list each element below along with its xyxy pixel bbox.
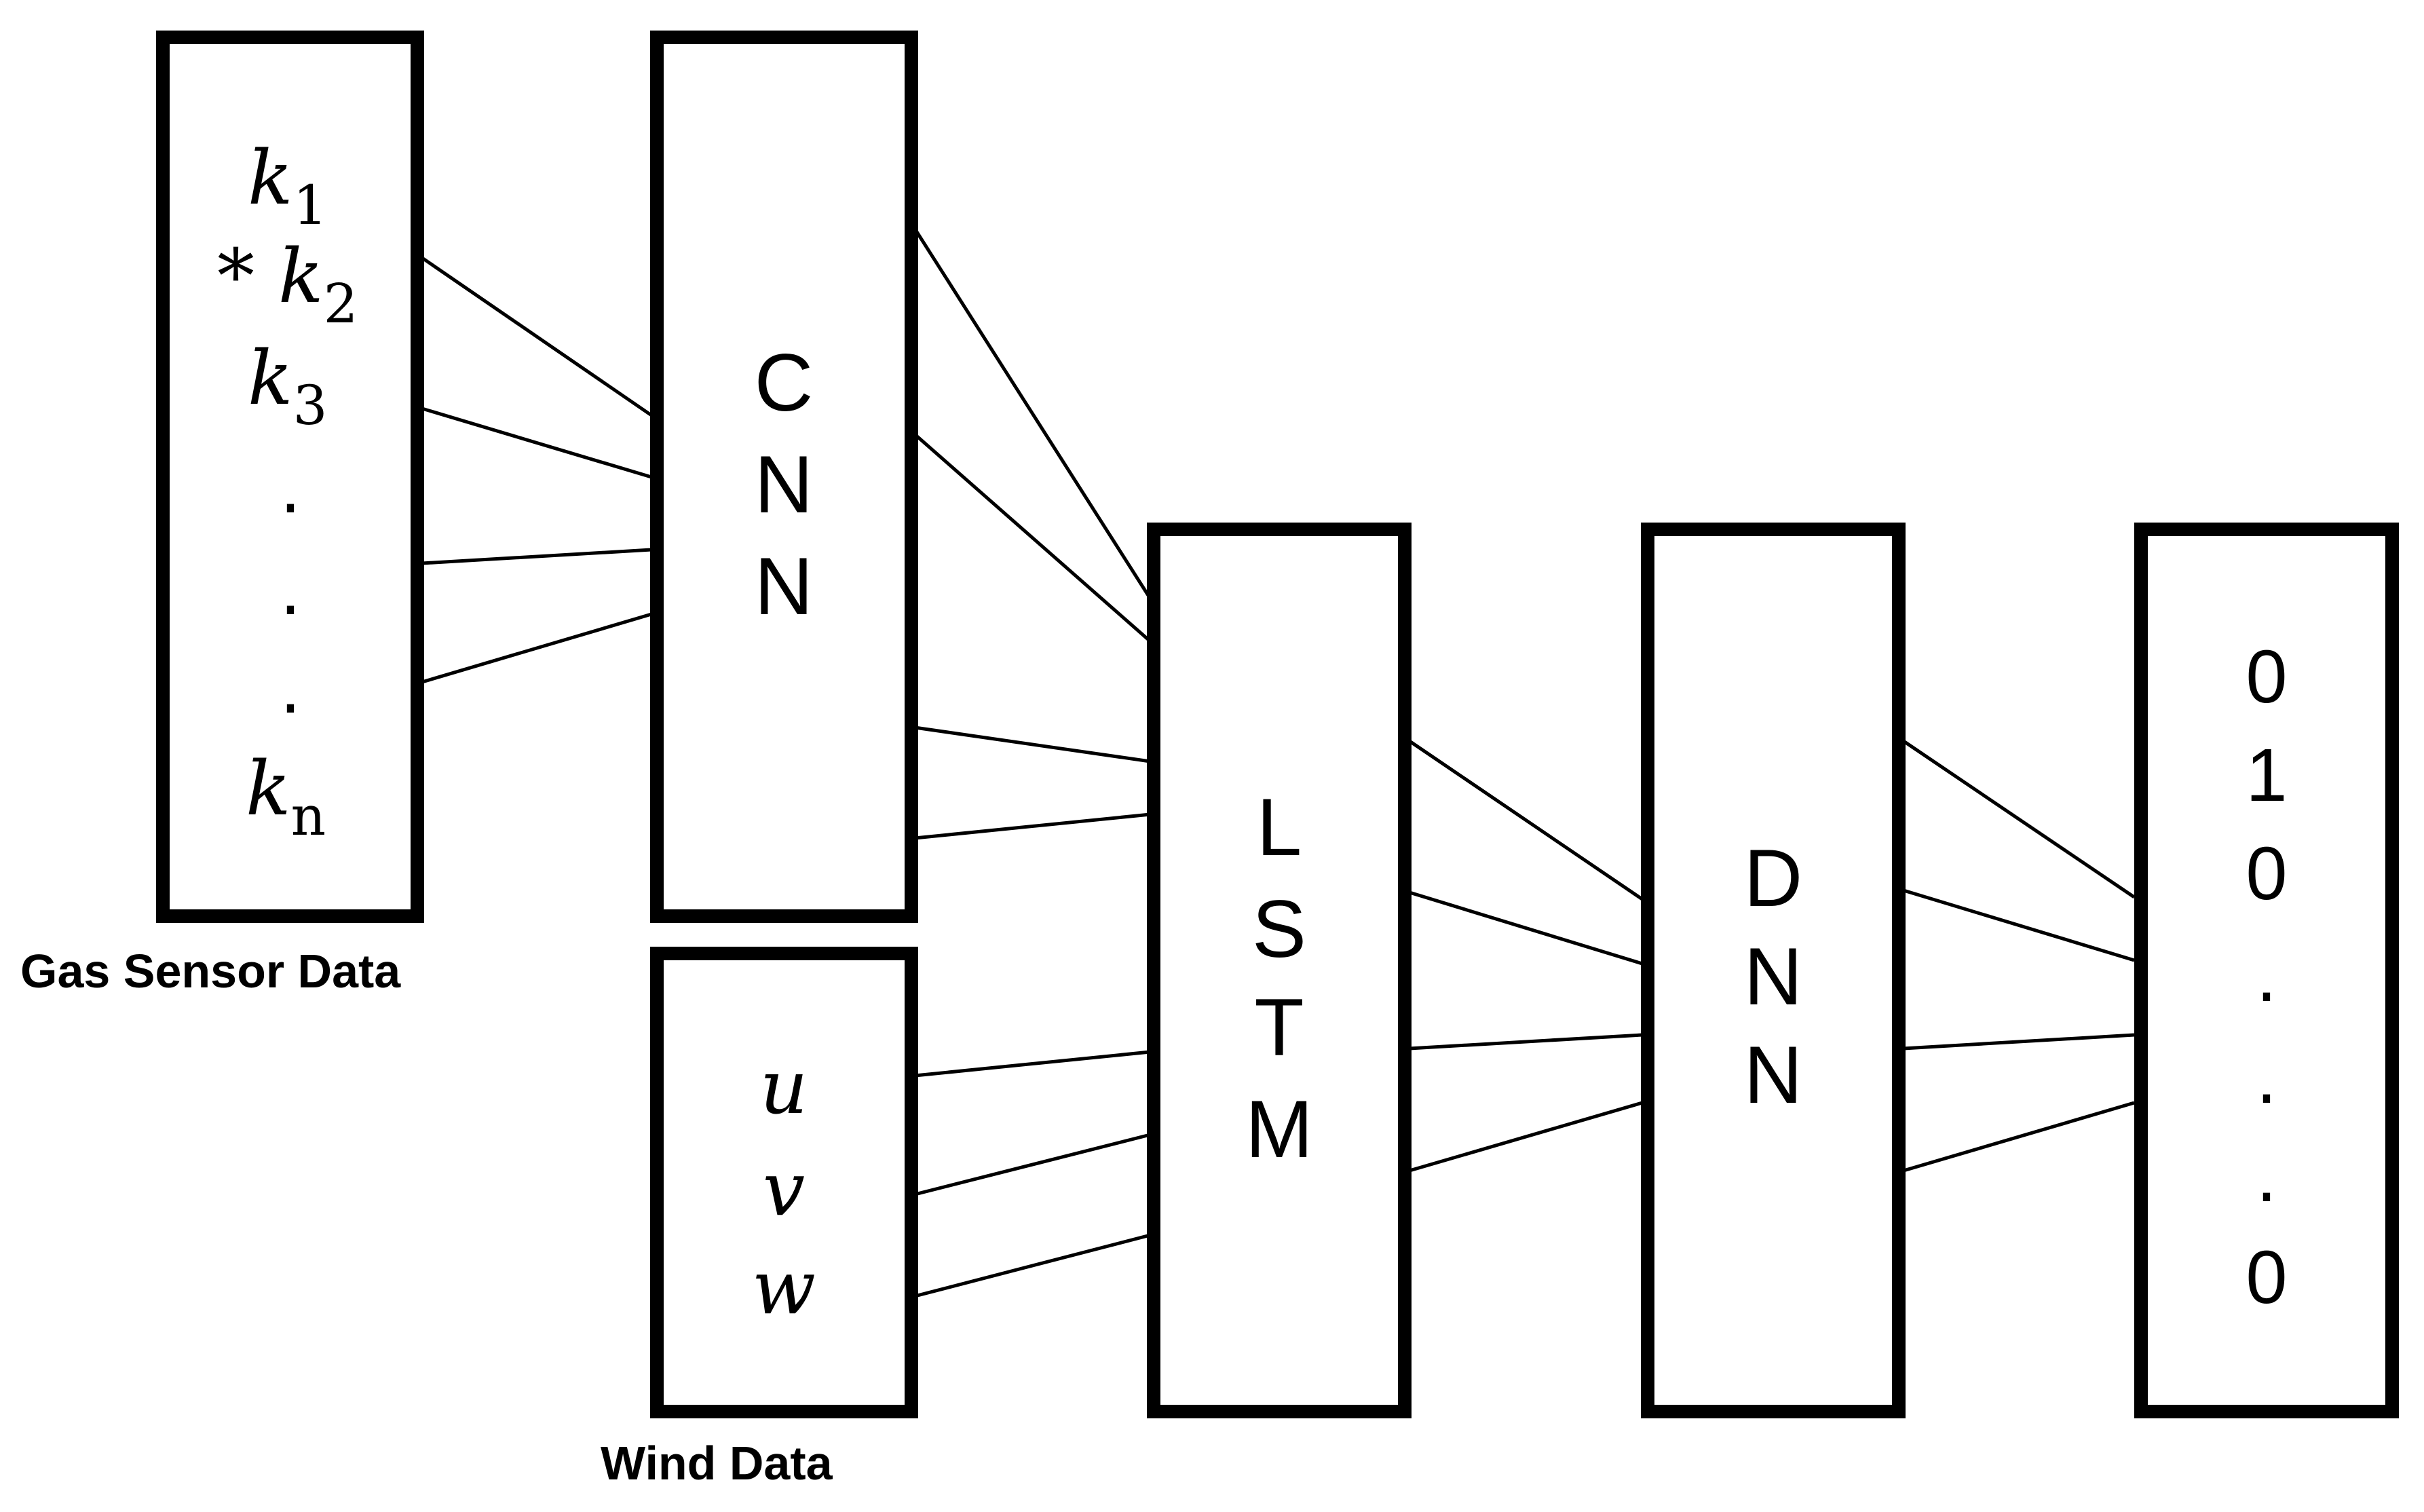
wind-u: u: [760, 1044, 808, 1131]
edge-wind-lstm-2: [914, 1133, 1151, 1196]
gas-line-1: k1: [248, 134, 328, 237]
lstm-box: [1147, 523, 1412, 1418]
gas-dot-3: .: [280, 649, 301, 729]
edge-dnn-out-1: [1902, 739, 2136, 899]
edge-cnn-lstm-3: [914, 725, 1151, 763]
lstm-letter-3: T: [1254, 982, 1304, 1073]
edge-lstm-dnn-2: [1409, 890, 1643, 966]
output-line-last: 0: [2246, 1236, 2287, 1319]
output-block: 0 1 0 . . . 0: [2134, 523, 2399, 1418]
cnn-letter-1: C: [755, 337, 814, 428]
output-dot-1: .: [2256, 938, 2277, 1017]
edge-gas-cnn-1: [421, 256, 653, 417]
dnn-letter-1: D: [1744, 833, 1803, 924]
cnn-block: C N N: [650, 31, 918, 923]
gas-dot-2: .: [280, 551, 301, 630]
cnn-box: [650, 31, 918, 923]
edge-lstm-dnn-4: [1409, 1101, 1643, 1173]
gas-line-3: k3: [248, 335, 328, 437]
edge-gas-cnn-4: [421, 612, 652, 684]
dnn-block: D N N: [1641, 523, 1906, 1418]
gas-sensor-box: [156, 31, 424, 923]
edge-dnn-out-4: [1903, 1101, 2135, 1173]
edge-gas-cnn-3: [421, 548, 652, 565]
edge-wind-lstm-3: [914, 1233, 1151, 1298]
cnn-letter-2: N: [755, 439, 814, 530]
lstm-letter-1: L: [1257, 782, 1302, 873]
wind-caption: Wind Data: [601, 1437, 833, 1490]
gas-line-n: kn: [246, 745, 326, 848]
dnn-letter-2: N: [1744, 931, 1803, 1022]
connections: [421, 227, 2136, 1298]
lstm-block: L S T M: [1147, 523, 1412, 1418]
edge-wind-lstm-1: [914, 1050, 1151, 1078]
output-line-3: 0: [2246, 832, 2287, 915]
output-dot-3: .: [2256, 1138, 2277, 1217]
output-dot-2: .: [2256, 1040, 2277, 1119]
lstm-letter-2: S: [1252, 884, 1306, 975]
cnn-letter-3: N: [755, 541, 814, 632]
edge-lstm-dnn-1: [1408, 739, 1644, 901]
edge-cnn-lstm-2: [913, 433, 1152, 643]
gas-sensor-caption: Gas Sensor Data: [20, 945, 401, 998]
edge-dnn-out-2: [1903, 888, 2135, 962]
gas-line-2: * k2: [217, 233, 358, 335]
wind-box: [650, 947, 918, 1418]
dnn-box: [1641, 523, 1906, 1418]
gas-dot-1: .: [280, 449, 301, 529]
wind-block: u v w Wind Data: [601, 947, 918, 1490]
output-box: [2134, 523, 2399, 1418]
edge-gas-cnn-2: [421, 407, 652, 479]
lstm-letter-4: M: [1245, 1084, 1313, 1175]
output-line-2: 1: [2246, 734, 2287, 817]
edge-cnn-lstm-4: [914, 812, 1151, 840]
dnn-letter-3: N: [1744, 1029, 1803, 1120]
edge-lstm-dnn-3: [1409, 1033, 1643, 1051]
output-line-1: 0: [2246, 635, 2287, 719]
edge-cnn-lstm-1: [913, 227, 1152, 600]
wind-v: v: [763, 1146, 805, 1232]
wind-w: w: [752, 1244, 816, 1331]
gas-sensor-block: k1 * k2 k3 . . . kn Gas Sensor Data: [20, 31, 424, 998]
edge-dnn-out-3: [1903, 1033, 2135, 1051]
